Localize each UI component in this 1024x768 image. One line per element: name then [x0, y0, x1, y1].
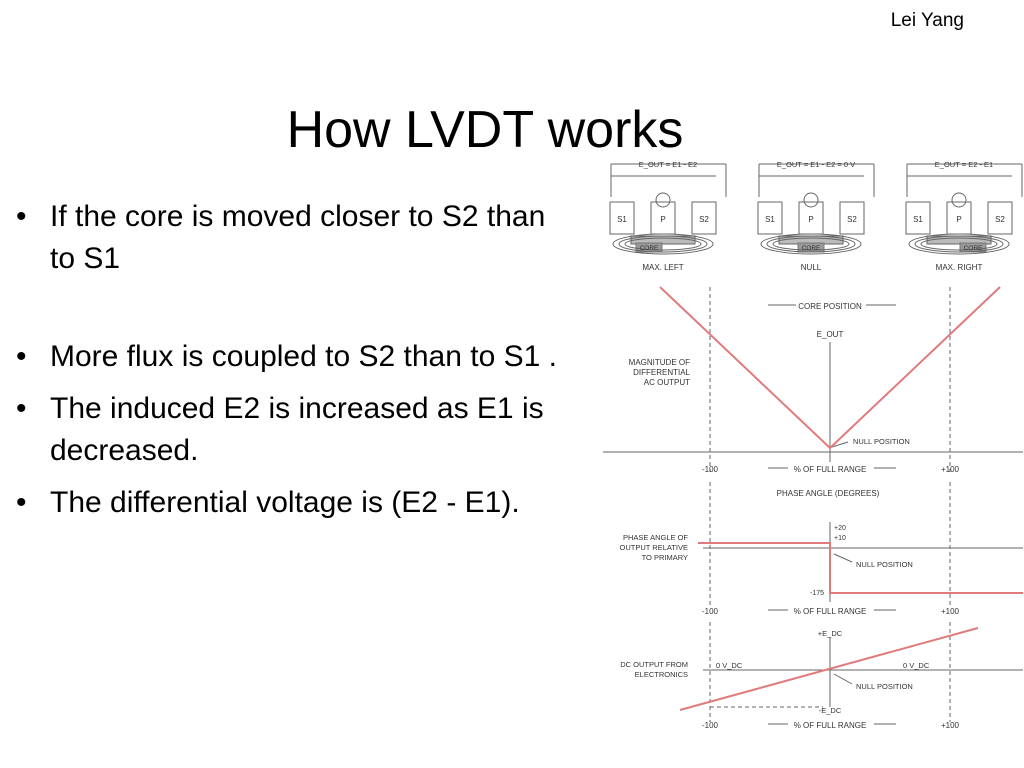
flux-ring	[914, 235, 1004, 253]
phase-xmax-label: +100	[941, 607, 960, 616]
phase-ylabel-2: OUTPUT RELATIVE	[620, 543, 689, 552]
bullet-dot-icon: •	[16, 392, 27, 425]
phase-xmin-label: -100	[702, 607, 719, 616]
coil-label-p: P	[660, 215, 665, 224]
core-label: CORE	[802, 245, 821, 252]
coil-label-s2: S2	[699, 215, 709, 224]
author-label: Lei Yang	[890, 10, 964, 31]
null-position-label: NULL POSITION	[853, 437, 910, 446]
coil-label-p: P	[808, 215, 813, 224]
core-label: CORE	[640, 245, 659, 252]
phase-ylabel-3: TO PRIMARY	[642, 553, 688, 562]
flux-ring	[624, 237, 702, 251]
bullet-dot-icon: •	[16, 340, 27, 373]
coil-schematic	[757, 163, 875, 255]
coil-box	[691, 201, 717, 235]
dc-minus-label: -E_DC	[819, 706, 842, 715]
core-position-label: CORE POSITION	[798, 302, 862, 311]
bullet-item: •The differential voltage is (E2 - E1).	[16, 482, 576, 524]
flux-ring	[766, 235, 856, 253]
ac-source-icon	[803, 192, 819, 208]
coil-formula: E_OUT = E2 - E1	[935, 160, 993, 169]
coil-formula: E_OUT = E1 - E2 = 0 V	[777, 160, 855, 169]
coil-position-label: NULL	[801, 263, 822, 272]
slide-title: How LVDT works	[286, 101, 684, 159]
magnitude-curve	[659, 286, 1001, 450]
coil-label-s2: S2	[995, 215, 1005, 224]
dc-xmin-label: -100	[702, 721, 719, 730]
flux-ring	[618, 235, 708, 253]
coil-position-label: MAX. RIGHT	[936, 263, 983, 272]
flux-ring	[908, 233, 1010, 255]
bullet-list: •If the core is moved closer to S2 than …	[16, 196, 576, 524]
phase-tick-10: +10	[834, 535, 846, 542]
flux-ring	[920, 237, 998, 251]
ac-source-icon	[655, 192, 671, 208]
dc-panel	[679, 622, 1023, 725]
phase-range-label: % OF FULL RANGE	[794, 607, 867, 616]
bullet-dot-icon: •	[16, 200, 27, 233]
bullet-dot-icon: •	[16, 486, 27, 519]
dc-plus-label: +E_DC	[818, 629, 843, 638]
phase-null-pointer	[833, 553, 853, 563]
phase-null-label: NULL POSITION	[856, 560, 913, 569]
magnitude-panel	[603, 286, 1023, 472]
phase-tick-20: +20	[834, 525, 846, 532]
dc-zero-right: 0 V_DC	[903, 661, 930, 670]
dc-ylabel-1: DC OUTPUT FROM	[620, 660, 688, 669]
dc-ylabel-2: ELECTRONICS	[635, 670, 688, 679]
dc-zero-left: 0 V_DC	[716, 661, 743, 670]
bullet-item: •If the core is moved closer to S2 than …	[16, 196, 576, 280]
coil-box	[757, 201, 783, 235]
coil-schematic	[609, 163, 727, 255]
mag-ylabel-1: MAGNITUDE OF	[629, 358, 690, 367]
coil-box	[987, 201, 1013, 235]
dc-null-label: NULL POSITION	[856, 682, 913, 691]
dc-range-label: % OF FULL RANGE	[794, 721, 867, 730]
coil-formula: E_OUT = E1 - E2	[639, 160, 697, 169]
dc-output-line	[679, 627, 979, 711]
ac-source-icon	[951, 192, 967, 208]
phase-curve	[698, 542, 1023, 594]
coil-schematic	[905, 163, 1023, 255]
core-label: CORE	[964, 245, 983, 252]
flux-ring	[760, 233, 862, 255]
mag-ylabel-3: AC OUTPUT	[644, 378, 690, 387]
phase-panel	[698, 482, 1023, 611]
xmin-label: -100	[702, 465, 719, 474]
flux-ring	[612, 233, 714, 255]
mag-ylabel-2: DIFFERENTIAL	[633, 368, 690, 377]
coil-box	[609, 201, 635, 235]
coil-label-s2: S2	[847, 215, 857, 224]
coil-position-label: MAX. LEFT	[642, 263, 683, 272]
coil-label-s1: S1	[913, 215, 923, 224]
phase-tick-175: -175	[810, 590, 824, 597]
xmax-label: +100	[941, 465, 960, 474]
bullet-item: •The induced E2 is increased as E1 is de…	[16, 388, 576, 472]
coil-box	[839, 201, 865, 235]
dc-null-pointer	[833, 673, 853, 685]
coil-label-s1: S1	[765, 215, 775, 224]
phase-title: PHASE ANGLE (DEGREES)	[777, 489, 880, 498]
eout-label: E_OUT	[817, 330, 844, 339]
coil-box	[905, 201, 931, 235]
range-label: % OF FULL RANGE	[794, 465, 867, 474]
dc-xmax-label: +100	[941, 721, 960, 730]
coil-label-p: P	[956, 215, 961, 224]
phase-ylabel-1: PHASE ANGLE OF	[623, 533, 688, 542]
coil-label-s1: S1	[617, 215, 627, 224]
null-pointer	[831, 441, 849, 448]
flux-ring	[772, 237, 850, 251]
bullet-item: •More flux is coupled to S2 than to S1 .	[16, 336, 576, 378]
